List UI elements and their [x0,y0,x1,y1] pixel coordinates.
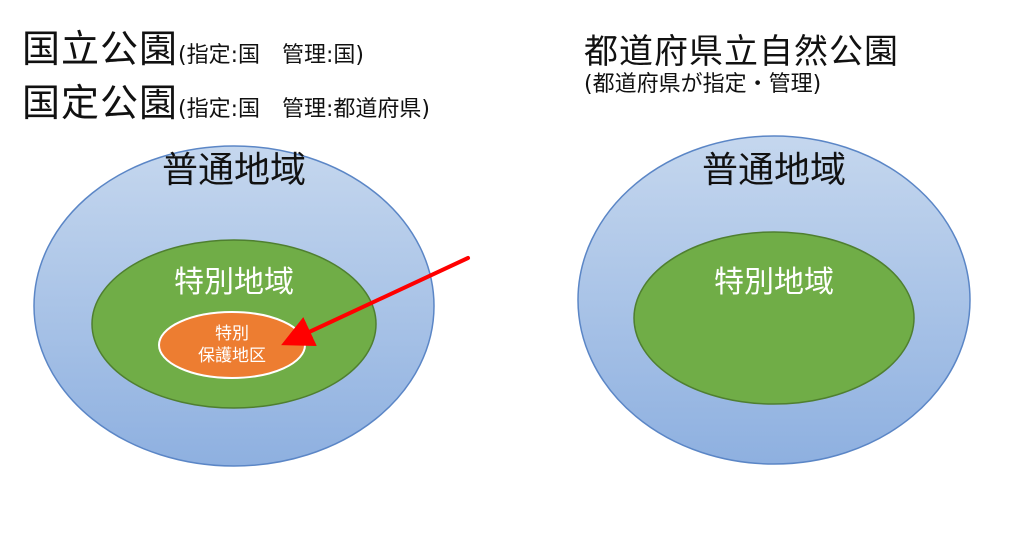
prefectural-park-title: 都道府県立自然公園 [584,32,899,72]
prefectural-park-subtitle: (都道府県が指定・管理) [584,72,822,97]
right-special-zone [633,231,915,405]
pointer-arrow [281,256,470,347]
title-prefectural-park: 都道府県立自然公園 [584,24,899,73]
left-ordinary-zone-label: 普通地域 [162,150,306,191]
title-quasi-national-park: 国定公園(指定:国 管理:都道府県) [22,72,430,127]
national-park-subtitle: (指定:国 管理:国) [178,43,365,68]
special-protection-label-line2: 保護地区 [198,346,266,366]
right-diagram: 普通地域 特別地域 [577,135,971,465]
left-special-zone-label: 特別地域 [174,265,294,300]
title-national-park: 国立公園(指定:国 管理:国) [22,18,364,73]
left-special-protection-zone [158,311,306,379]
quasi-national-park-subtitle: (指定:国 管理:都道府県) [178,97,431,122]
national-park-title: 国立公園 [22,27,179,71]
right-special-zone-label: 特別地域 [714,265,834,300]
special-protection-label-line1: 特別 [215,324,249,344]
right-ordinary-zone-label: 普通地域 [702,150,846,191]
left-diagram: 普通地域 特別地域 特別 保護地区 [33,145,470,467]
quasi-national-park-title: 国定公園 [22,81,179,125]
